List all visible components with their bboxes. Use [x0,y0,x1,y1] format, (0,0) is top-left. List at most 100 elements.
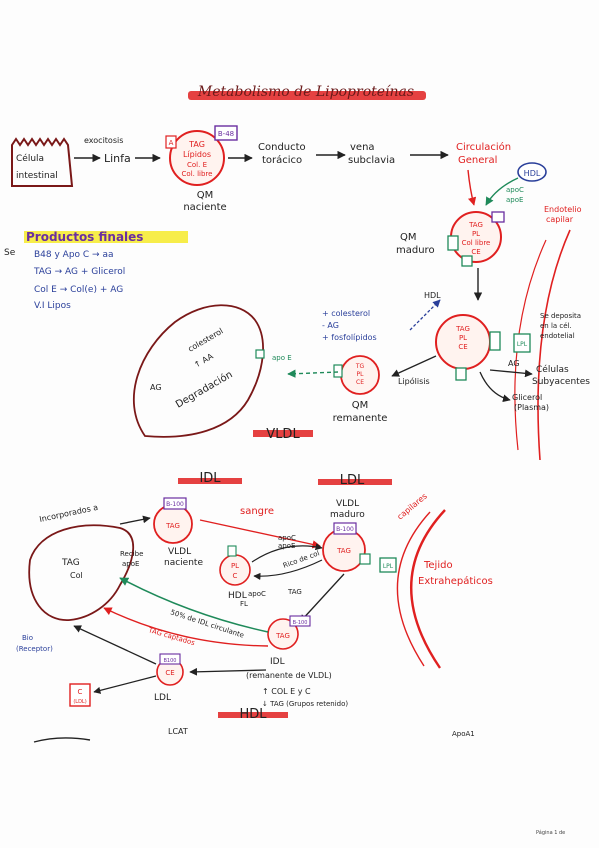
apoe-label: apoE [506,196,523,204]
liver-text-3: Degradación [174,368,235,410]
vena-label-2: subclavia [348,155,395,166]
se-deposita-3: endotelial [540,332,575,340]
products-title: Productos finales [26,230,143,244]
endotelio-label-2: capilar [546,215,574,224]
apoE-label: apo E [272,354,292,362]
liver-bottom-tag: TAG [61,558,80,568]
vldl-highlight [253,430,313,437]
lpl-box [513,333,531,353]
idl-title: IDL [199,471,221,486]
arrow-idl-liver [119,577,269,633]
qm-maduro-label-1: QM [400,232,417,243]
ldl-highlight [318,479,392,485]
ldl-ce: CE [165,669,174,677]
arrow-circ-qm [467,169,477,206]
arrow-idl-ldl [189,667,267,676]
tag-captados-label: TAG captados [146,626,196,647]
tag-label-small: TAG [287,588,302,596]
arrow-ldl-liver [73,625,157,665]
conducto-label-2: torácico [262,154,302,166]
vldl-maduro-label-2: maduro [330,510,365,520]
lipolisis-label: Lipólisis [398,376,430,386]
apoc-bottom: apoC [248,590,266,598]
arrow-liver-vldl [119,515,151,525]
lip-c1: TAG [455,325,470,333]
hdl-small-circle [219,554,251,586]
vldl-m-b100 [333,522,357,535]
vldl-naciente-label-2: naciente [164,558,203,568]
hdl-badge-label: HDL [524,169,541,178]
qm-maduro-label-2: maduro [396,245,435,256]
apoa1-label: ApoA1 [452,730,475,738]
cell-label-2: intestinal [16,171,58,181]
vldl-m-apo-green [359,553,371,565]
sangre-label: sangre [240,506,274,517]
rem-c2: PL [357,371,365,378]
capilares-label: capilares [396,492,429,522]
liver-bottom-col: Col [70,571,83,580]
hdl-highlight [218,712,288,718]
ldl-receptor-c: C [78,688,83,696]
qm-content-3: Col. E [187,161,207,169]
qm-remanente-label-1: QM [352,400,369,411]
ldl-receptor-box [69,683,91,707]
tejido-label-2: Extrahepáticos [418,575,493,587]
rico-col-label: Rico de col [282,549,321,570]
arrow-to-hdl [409,299,441,331]
idl-b100 [289,615,311,627]
vldl-m-b100-label: B-100 [336,526,354,533]
hdl-small-label: HDL [228,591,247,601]
celulas-label-2: Subyacentes [532,377,590,387]
tejido-label-1: Tejido [423,560,453,571]
qm-maduro-apo-purple [491,211,505,223]
idl-change-2: ↓ TAG (Grupos retenido) [262,700,348,708]
vldl-n-tag: TAG [165,522,180,530]
celulas-label-1: Células [536,364,569,375]
lip-c2: PL [459,334,467,342]
hdl-badge [517,162,547,182]
vldl-naciente-label-1: VLDL [168,547,191,557]
se-deposita-1: Se deposita [540,312,581,320]
qm-content-2: Lípidos [183,150,211,159]
ldl-b100-label: B100 [164,658,177,664]
idl-name-2: (remanente de VLDL) [246,671,332,680]
product-item-2: TAG → AG + Glicerol [33,267,125,277]
qm-maduro-c2: PL [472,230,480,238]
qm-maduro-c4: CE [471,248,480,256]
vldl-maduro-label-1: VLDL [336,499,359,509]
qm-lipolysis-circle [435,314,491,370]
arrow-hdl-apo [251,543,323,563]
idl-b100-label: B-100 [293,620,308,626]
idl-highlight [178,478,242,484]
idl-change-1: ↑ COL E y C [262,687,311,696]
qm-naciente-label-1: QM [197,190,214,201]
rem-apo-green [333,364,343,378]
capillary-bottom-outer [410,509,446,669]
arrow-ldl-receptor [93,675,157,694]
products-prefix: Se [4,248,16,258]
lpl-box-bottom-label: LPL [383,563,394,570]
b48-label: B-48 [218,130,234,138]
glicerol-label-1: Glicerol [512,393,542,402]
products-highlight [24,231,188,243]
qm-naciente-label-2: naciente [183,202,226,213]
lip-apo-green2 [455,367,467,381]
colesterol-item-2: - AG [322,321,339,330]
lpl-label: LPL [517,341,528,348]
qm-content-1: TAG [188,140,205,149]
colesterol-item-1: + colesterol [322,309,370,318]
receptor-label-2: (Receptor) [16,645,53,653]
conducto-label-1: Conducto [258,142,306,153]
glicerol-label-2: (Plasma) [514,403,549,412]
hdl-title: HDL [239,707,267,722]
vldl-n-b100 [163,497,187,510]
page-title: Metabolismo de Lipoproteínas [197,84,414,100]
b48-tag [214,125,238,141]
qm-remanente-label-2: remanente [333,413,388,424]
arrow-tag-captados [103,607,269,647]
vldl-title: VLDL [266,427,300,442]
apoc-label: apoC [506,186,524,194]
liver-top-shape [132,304,264,438]
